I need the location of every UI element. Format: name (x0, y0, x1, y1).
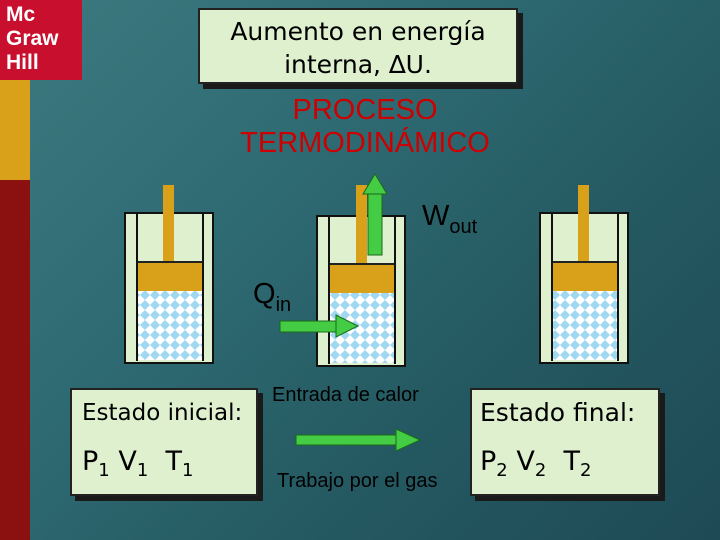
final-state-box: Estado final: P2 V2 T2 (470, 388, 660, 496)
gas-3 (553, 291, 617, 360)
cylinder-middle (316, 185, 406, 367)
cylinder-initial (124, 185, 214, 364)
left-bar-red (0, 180, 30, 540)
mcgraw-hill-logo: Mc Graw Hill (0, 0, 82, 80)
piston-rod-2 (356, 185, 367, 265)
work-out-label: Wout (422, 200, 478, 238)
left-bar-gold (0, 80, 30, 180)
work-by-gas-legend: Trabajo por el gas (277, 470, 438, 492)
piston-2 (330, 263, 394, 293)
piston-1 (138, 261, 202, 291)
process-heading: PROCESO TERMODINÁMICO (200, 94, 530, 160)
initial-state-box: Estado inicial: P1 V1 T1 (70, 388, 258, 496)
piston-rod-1 (163, 185, 174, 263)
process-line-2: TERMODINÁMICO (240, 127, 490, 159)
title-line-1: Aumento en energía (230, 17, 486, 46)
final-state-label: Estado final: (480, 398, 636, 427)
cylinder-final (539, 185, 629, 364)
heat-in-label: Qin (253, 278, 292, 316)
initial-state-label: Estado inicial: (82, 400, 243, 426)
piston-rod-3 (578, 185, 589, 263)
final-state-variables: P2 V2 T2 (480, 446, 592, 481)
process-line-1: PROCESO (292, 94, 438, 126)
logo-line-1: Mc (6, 3, 36, 26)
heat-input-legend: Entrada de calor (272, 384, 419, 406)
legend-arrow (295, 428, 422, 452)
title-box: Aumento en energía interna, ∆U. (198, 8, 518, 84)
left-color-bar (0, 0, 30, 540)
gas-1 (138, 291, 202, 360)
logo-line-3: Hill (6, 51, 39, 74)
work-arrow (362, 173, 388, 256)
logo-line-2: Graw (6, 27, 59, 50)
piston-3 (553, 261, 617, 291)
title-line-2: interna, ∆U. (284, 50, 432, 79)
initial-state-variables: P1 V1 T1 (82, 446, 194, 481)
heat-arrow (279, 314, 360, 338)
